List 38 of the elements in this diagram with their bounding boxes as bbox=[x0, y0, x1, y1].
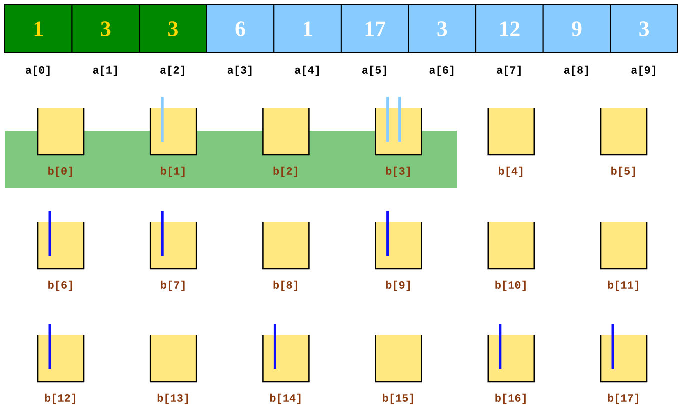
index-label: a[5] bbox=[362, 66, 386, 76]
array-cell: 3 bbox=[408, 4, 477, 54]
bucket-label: b[2] bbox=[274, 166, 298, 178]
index-label: a[4] bbox=[295, 66, 319, 76]
bucket-label: b[0] bbox=[48, 166, 72, 178]
bucket-label: b[7] bbox=[161, 280, 185, 292]
index-label: a[3] bbox=[228, 66, 252, 76]
bucket-label: b[1] bbox=[161, 166, 185, 178]
bucket-label: b[16] bbox=[496, 394, 526, 404]
array-cell: 3 bbox=[139, 4, 208, 54]
index-label: a[9] bbox=[632, 66, 656, 76]
array-cell: 12 bbox=[476, 4, 544, 54]
index-label: a[7] bbox=[497, 66, 521, 76]
bucket-label: b[14] bbox=[270, 394, 301, 404]
array-cell: 3 bbox=[72, 4, 140, 54]
bucket-label: b[15] bbox=[383, 394, 414, 404]
bucket-label: b[8] bbox=[274, 280, 298, 292]
bucket-label: b[13] bbox=[158, 394, 188, 404]
index-label: a[2] bbox=[160, 66, 184, 76]
bucket-label: b[3] bbox=[386, 166, 410, 178]
array-cell: 1 bbox=[4, 4, 73, 54]
array-cell: 9 bbox=[542, 4, 612, 54]
bucket-label: b[6] bbox=[48, 280, 72, 292]
index-label: a[8] bbox=[564, 66, 588, 76]
index-label: a[6] bbox=[430, 66, 454, 76]
array-cell: 17 bbox=[340, 4, 410, 54]
array-cell: 6 bbox=[206, 4, 275, 54]
bucket-label: b[17] bbox=[608, 394, 638, 404]
index-label: a[0] bbox=[26, 66, 50, 76]
array-cell: 3 bbox=[610, 4, 678, 54]
bucket-label: b[12] bbox=[45, 394, 76, 404]
index-label: a[1] bbox=[93, 66, 118, 76]
bucket-label: b[5] bbox=[612, 166, 636, 178]
bucket-label: b[11] bbox=[608, 280, 638, 292]
bucket-label: b[9] bbox=[386, 280, 410, 292]
bucket-label: b[10] bbox=[496, 280, 526, 292]
array-cell: 1 bbox=[274, 4, 342, 54]
bucket-label: b[4] bbox=[498, 166, 523, 178]
